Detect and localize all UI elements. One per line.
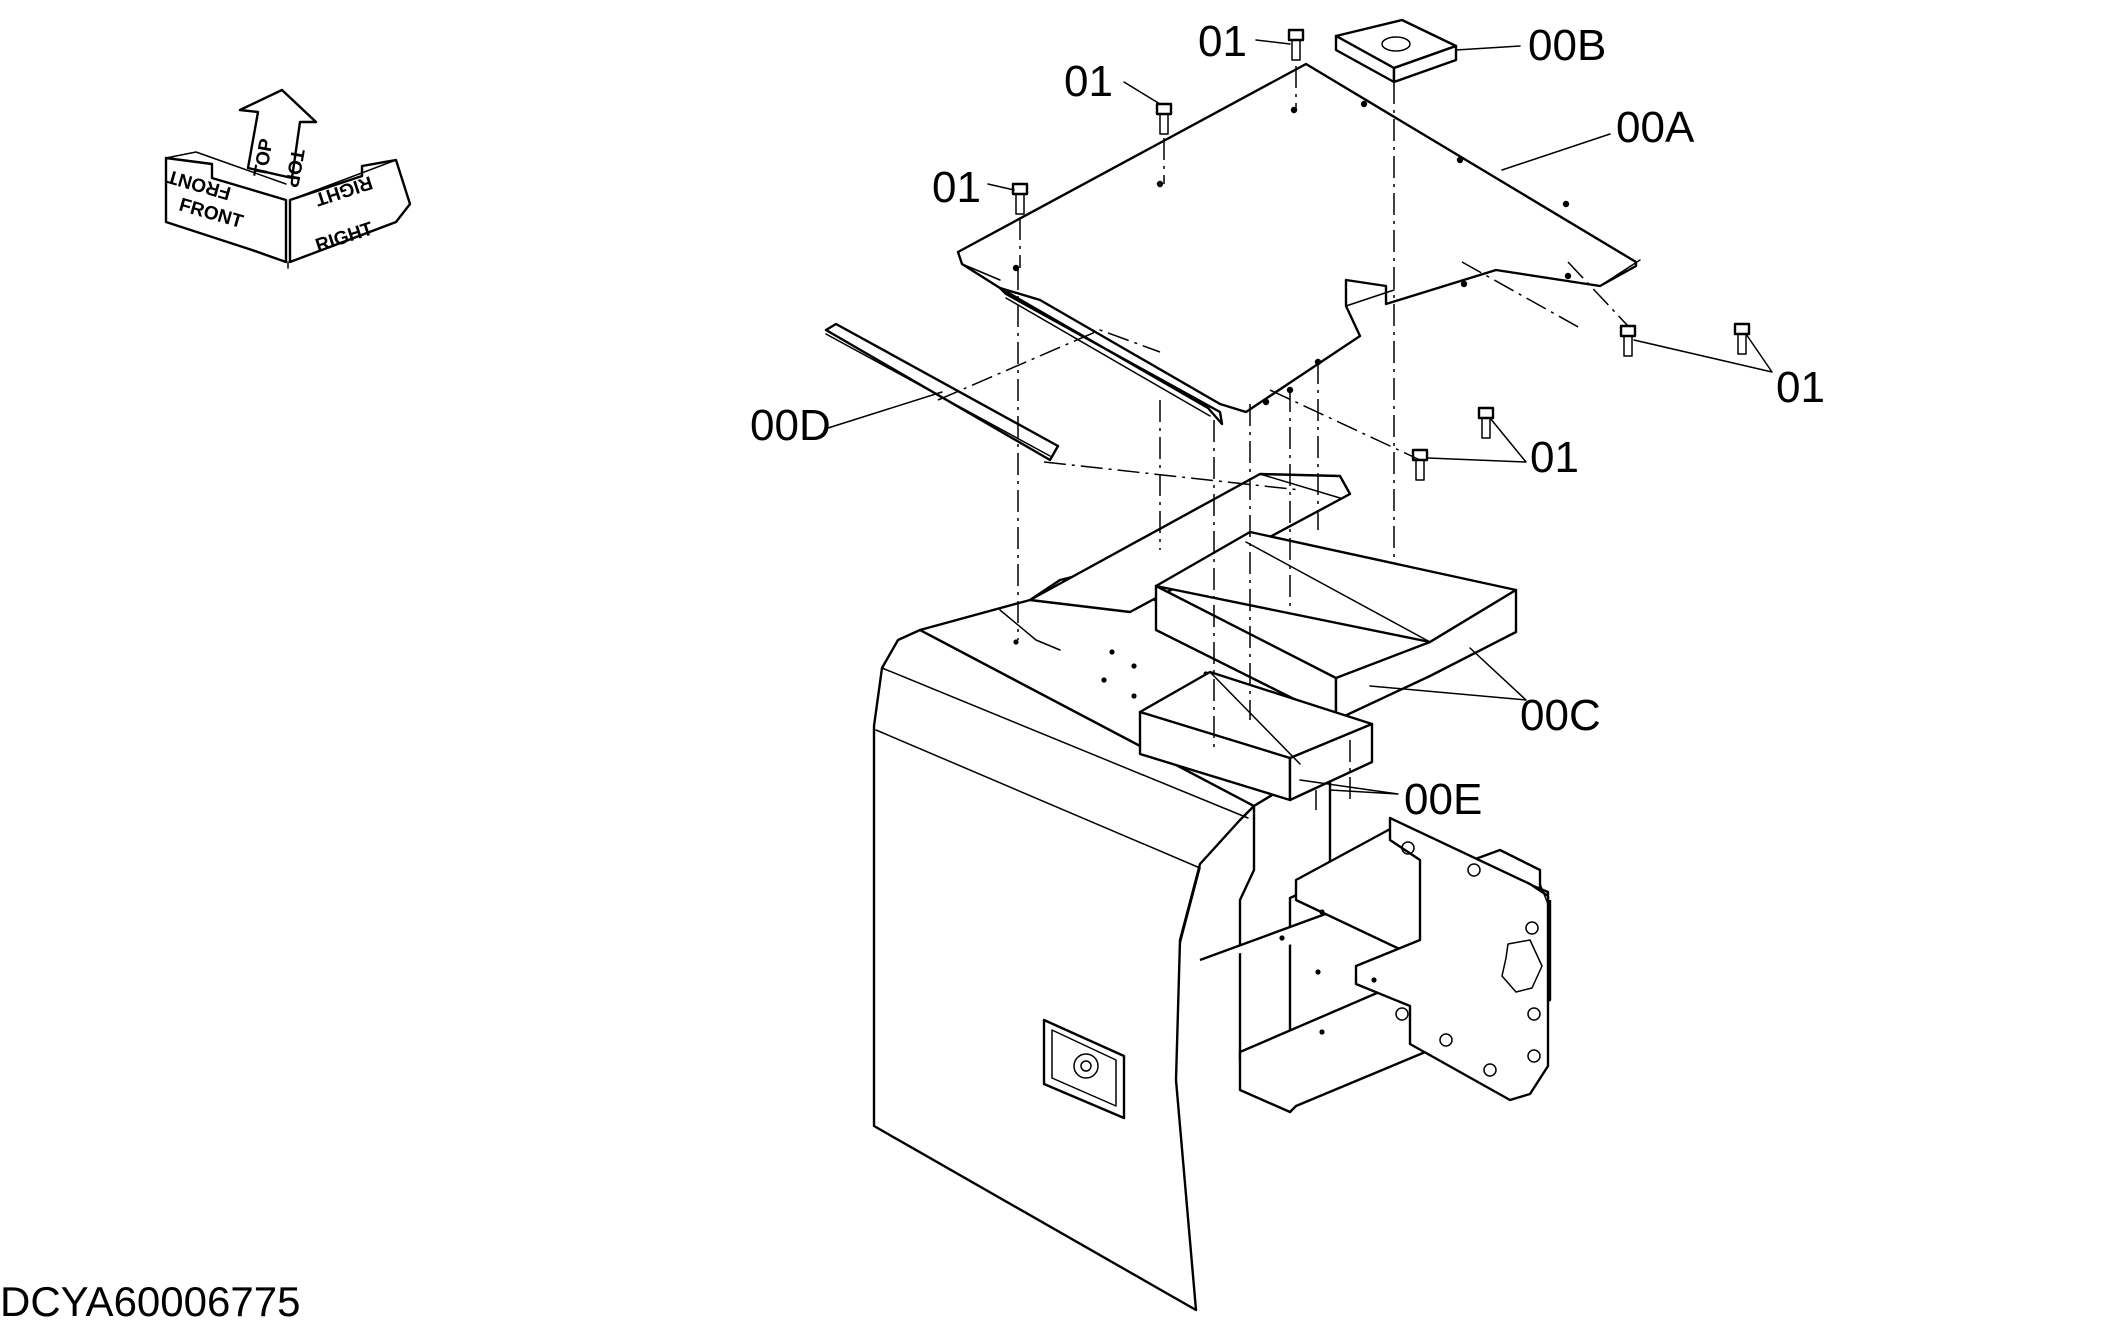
callout-00E: 00E [1404,775,1482,824]
bolt-icon [1155,102,1173,135]
bolt-icon [1287,28,1305,61]
callout-00D: 00D [750,401,831,450]
console-housing [872,472,1552,1312]
drawing-code: DCYA60006775 [0,1278,300,1322]
latch-handle-icon [1042,1018,1126,1120]
leader-lines [827,39,1773,795]
callout-00A: 00A [1616,103,1695,152]
callout-01-upper-left: 01 [1064,57,1113,106]
bolt-icon [1011,182,1029,215]
right-bracket-plate [1354,816,1550,1102]
bolt-icon [1477,406,1495,439]
pad-hole [1381,36,1411,52]
callout-01-left: 01 [932,163,981,212]
bracket-cutout [1501,939,1543,993]
pad-set-00C [1154,530,1518,722]
bolt-icon [1411,448,1429,481]
bolt-icon [1619,324,1637,357]
cover-front-seal [998,286,1224,426]
bolts-01 [1011,28,1751,481]
cover-plate-outline [956,62,1638,414]
pad-00B [1334,18,1458,84]
front-arrow-icon [164,156,288,264]
orientation-indicator: FRONT FRONT TOP TOP RIGHT RIGHT [164,88,412,269]
callout-labels: 01 01 01 01 01 00A 00B 00C 00D 00E [750,17,1825,824]
callout-01-center: 01 [1530,433,1579,482]
lower-tray [1199,848,1552,1114]
right-arrow-icon [288,158,412,264]
callout-01-right: 01 [1776,363,1825,412]
rear-support-rail [1028,472,1352,614]
callout-00B: 00B [1528,21,1606,70]
top-arrow-icon [238,88,318,180]
front-cover-panel [872,628,1256,1312]
callout-01-top: 01 [1198,17,1247,66]
callout-00C: 00C [1520,691,1601,740]
bolt-icon [1733,322,1751,355]
bracket-bolts [1395,841,1541,1077]
top-cover-plate-00A [956,62,1641,426]
assembly-lines [937,66,1629,810]
